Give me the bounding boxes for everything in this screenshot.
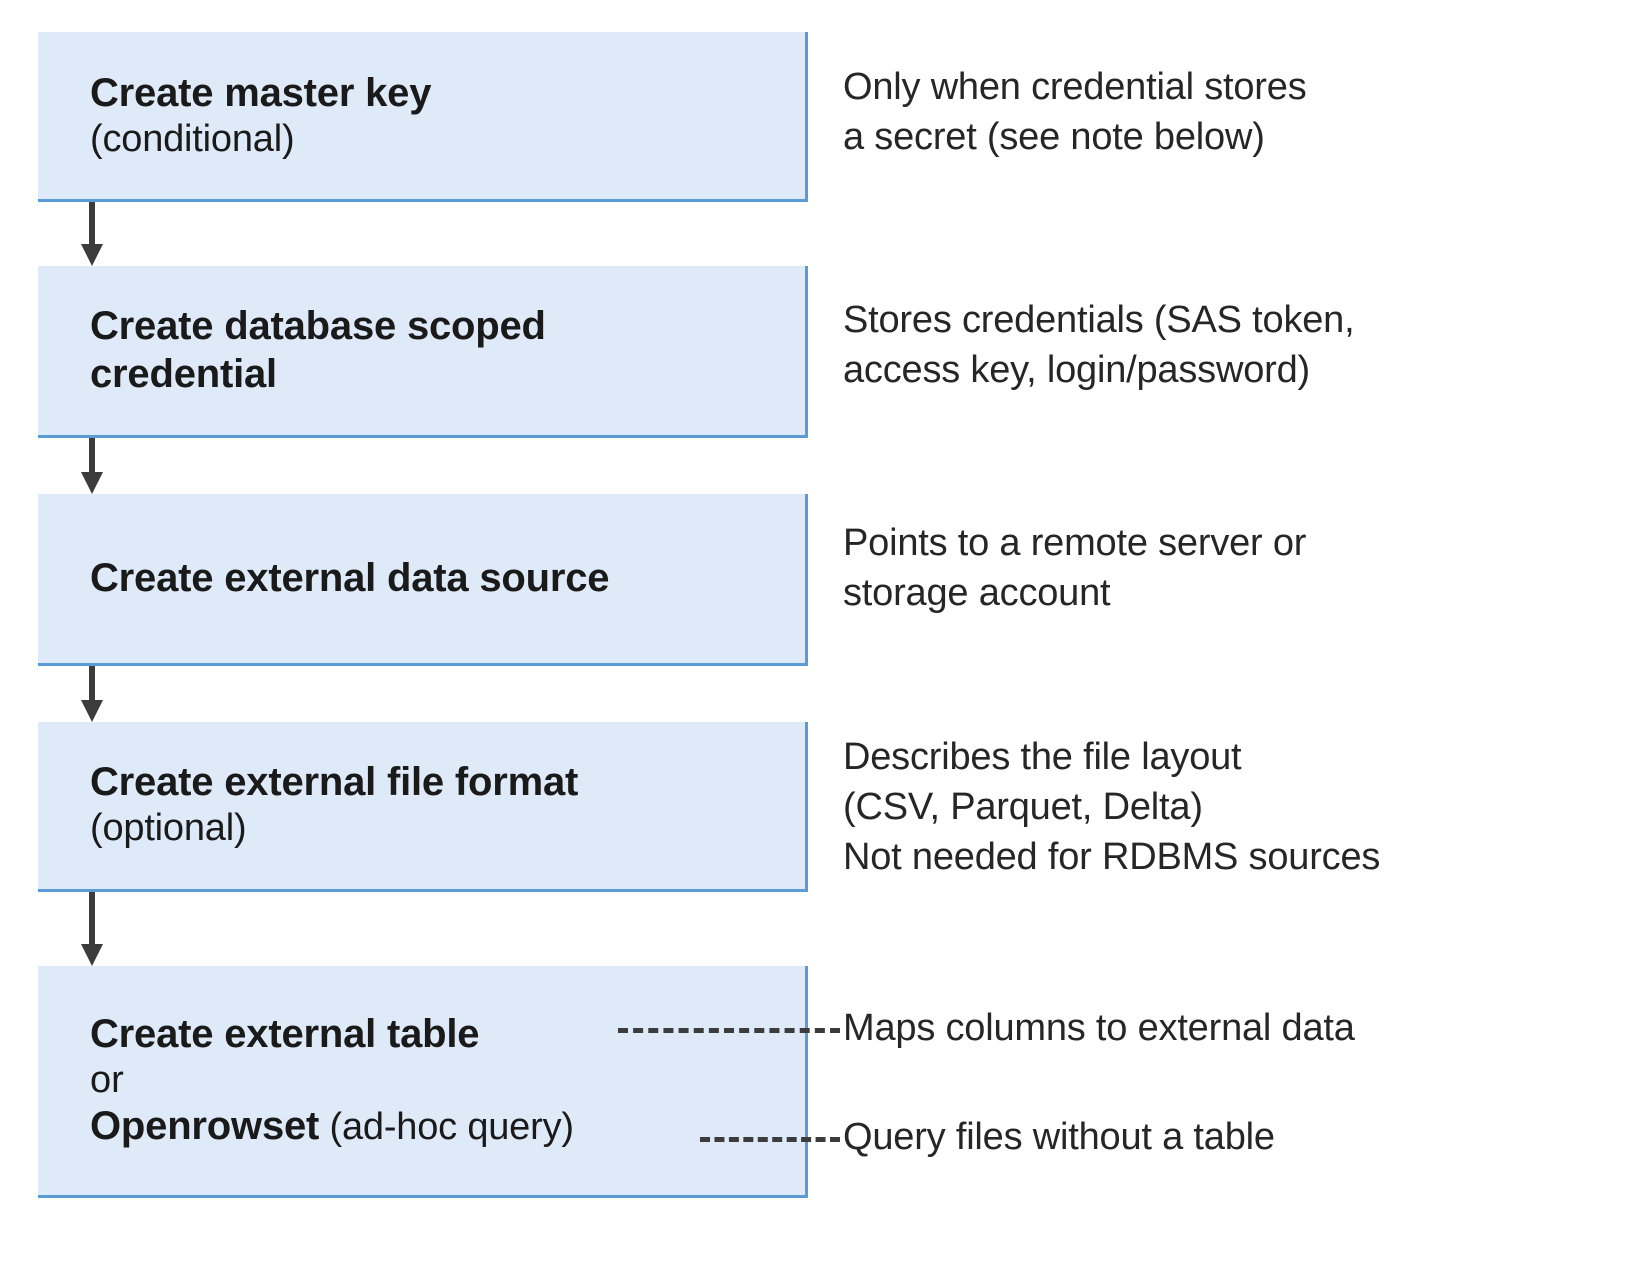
arrow-shaft bbox=[89, 202, 95, 244]
arrow-head bbox=[81, 700, 103, 722]
annotation-openrowset: Query files without a table bbox=[843, 1116, 1275, 1158]
arrow-shaft bbox=[89, 666, 95, 700]
annotation-create-external-file-format: Describes the file layout (CSV, Parquet,… bbox=[843, 736, 1381, 879]
openrowset-qualifier: (ad-hoc query) bbox=[319, 1106, 575, 1149]
annotation-create-master-key: Only when credential stores a secret (se… bbox=[843, 66, 1307, 159]
annotation-create-external-data-source: Points to a remote server or storage acc… bbox=[843, 522, 1307, 615]
openrowset-keyword: Openrowset bbox=[90, 1104, 320, 1149]
arrow-head bbox=[81, 944, 103, 966]
step-title-create-database-scoped-credential: Create database scoped credential bbox=[90, 304, 546, 396]
step-connector-or: or bbox=[90, 1058, 124, 1101]
arrow-down-icon-4 bbox=[81, 892, 103, 966]
arrow-head bbox=[81, 472, 103, 494]
step-title-create-master-key: Create master key bbox=[90, 71, 432, 116]
step-subtitle-optional: (optional) bbox=[90, 807, 247, 850]
arrow-shaft bbox=[89, 892, 95, 944]
arrow-down-icon-3 bbox=[81, 666, 103, 722]
step-title-create-external-file-format: Create external file format bbox=[90, 760, 579, 805]
dashed-leader-external-table bbox=[618, 1028, 840, 1033]
arrow-head bbox=[81, 244, 103, 266]
arrow-down-icon-1 bbox=[81, 202, 103, 266]
step-title-create-external-table: Create external table bbox=[90, 1011, 480, 1056]
step-box-create-external-data-source[interactable]: Create external data source bbox=[38, 494, 808, 666]
step-box-create-database-scoped-credential[interactable]: Create database scoped credential bbox=[38, 266, 808, 438]
step-box-create-external-table-or-openrowset[interactable]: Create external table or Openrowset (ad-… bbox=[38, 966, 808, 1198]
annotation-create-external-table: Maps columns to external data bbox=[843, 1007, 1355, 1049]
dashed-leader-openrowset bbox=[700, 1137, 840, 1142]
arrow-shaft bbox=[89, 438, 95, 472]
annotation-create-database-scoped-credential: Stores credentials (SAS token, access ke… bbox=[843, 299, 1355, 392]
step-title-openrowset: Openrowset (ad-hoc query) bbox=[38, 1103, 805, 1150]
step-box-create-master-key[interactable]: Create master key (conditional) bbox=[38, 32, 808, 202]
step-box-create-external-file-format[interactable]: Create external file format (optional) bbox=[38, 722, 808, 892]
arrow-down-icon-2 bbox=[81, 438, 103, 494]
step-subtitle-conditional: (conditional) bbox=[90, 118, 295, 161]
step-title-create-external-data-source: Create external data source bbox=[90, 555, 610, 600]
